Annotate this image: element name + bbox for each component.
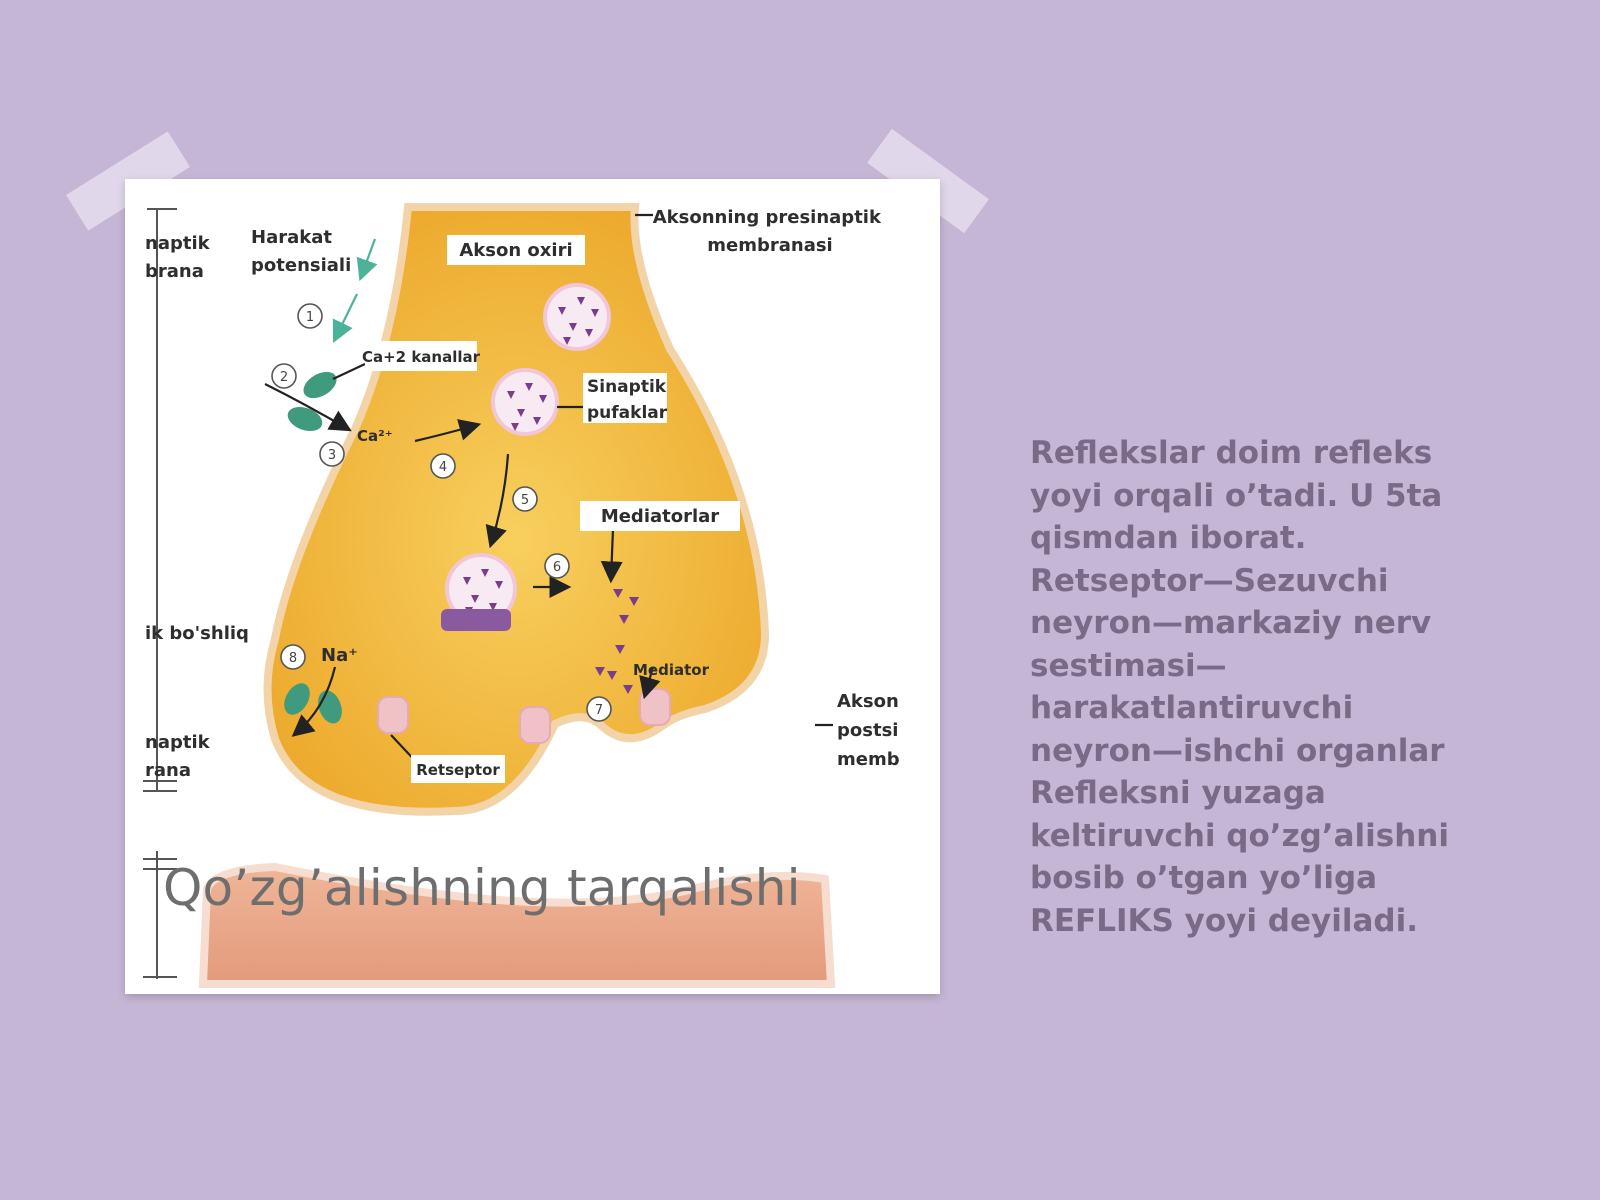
axon-postsynaptic-membrane-label: Akson postsi memb bbox=[837, 691, 905, 770]
vesicle-2 bbox=[491, 368, 559, 436]
presynaptic-membrane-label: naptik brana bbox=[145, 233, 216, 282]
mediators-pointer bbox=[600, 528, 623, 584]
postsynaptic-membrane-label: naptik rana bbox=[145, 732, 216, 781]
vesicle-1 bbox=[543, 283, 611, 351]
ca-channel-pointer bbox=[332, 363, 366, 380]
diagram-caption: Qo’zg’alishning tarqalishi bbox=[163, 859, 801, 917]
text-line: bosib o’tgan yo’liga bbox=[1030, 860, 1378, 896]
svg-text:8: 8 bbox=[289, 651, 297, 666]
text-line: neyron—ishchi organlar bbox=[1030, 732, 1445, 769]
step-8: 8 bbox=[280, 644, 306, 670]
svg-text:4: 4 bbox=[439, 460, 447, 475]
mediator-label: Mediator bbox=[633, 661, 710, 679]
scale-bar bbox=[143, 208, 177, 979]
step-6: 6 bbox=[544, 553, 570, 579]
receptor-label: Retseptor bbox=[416, 761, 500, 779]
action-potential-arrow bbox=[356, 238, 378, 282]
axon-end-label: Akson oxiri bbox=[459, 240, 572, 261]
svg-text:1: 1 bbox=[306, 310, 314, 325]
na-influx-arrow bbox=[291, 666, 337, 737]
ca-channels-label: Ca+2 kanallar bbox=[362, 348, 481, 366]
step-4-arrow bbox=[414, 419, 482, 443]
step-7: 7 bbox=[586, 696, 612, 722]
vesicle-3 bbox=[441, 553, 517, 631]
text-line: Retseptor—Sezuvchi bbox=[1030, 562, 1389, 599]
text-line: REFLIKS yoyi deyiladi. bbox=[1030, 902, 1418, 939]
diagram-card: 1 2 3 4 5 6 7 8 naptik brana Harakat pot… bbox=[125, 179, 940, 994]
receptors bbox=[377, 688, 671, 744]
axon-presynaptic-membrane-label: Aksonning presinaptik membranasi bbox=[653, 207, 887, 256]
svg-text:2: 2 bbox=[280, 370, 288, 385]
text-line: Reflekslar doim refleks bbox=[1030, 435, 1433, 471]
action-potential-label: Harakat potensiali bbox=[251, 227, 351, 276]
released-mediators bbox=[595, 589, 639, 694]
step-5: 5 bbox=[512, 486, 538, 512]
ca-influx-arrow bbox=[264, 383, 352, 432]
action-potential-arrow-2 bbox=[332, 293, 358, 343]
synaptic-vesicles-label: Sinaptik pufaklar bbox=[587, 377, 672, 423]
mediators-label: Mediatorlar bbox=[601, 506, 719, 527]
text-line: keltiruvchi qo’zg’alishni bbox=[1030, 817, 1449, 854]
text-line: sestimasi— bbox=[1030, 647, 1227, 684]
step-markers: 1 2 3 4 5 6 7 8 bbox=[271, 303, 612, 722]
synapse-diagram: 1 2 3 4 5 6 7 8 naptik brana Harakat pot… bbox=[143, 203, 905, 988]
svg-text:3: 3 bbox=[328, 448, 336, 463]
text-line: neyron—markaziy nerv bbox=[1030, 605, 1432, 641]
reflex-arc-description: Reflekslar doim refleks yoyi orqali o’ta… bbox=[1030, 432, 1500, 942]
sodium-ion-label: Na⁺ bbox=[321, 645, 358, 666]
text-line: Refleksni yuzaga bbox=[1030, 775, 1326, 811]
step-5-arrow bbox=[485, 453, 510, 549]
synaptic-cleft-label: ik bo'shliq bbox=[145, 623, 249, 644]
step-2: 2 bbox=[271, 363, 297, 389]
step-4: 4 bbox=[430, 453, 456, 479]
postsynaptic-neuron bbox=[198, 862, 836, 988]
svg-text:5: 5 bbox=[521, 493, 529, 508]
mediator-pointer bbox=[639, 666, 661, 700]
text-line: harakatlantiruvchi bbox=[1030, 690, 1354, 726]
text-line: qismdan iborat. bbox=[1030, 520, 1307, 556]
calcium-ion-label: Ca²⁺ bbox=[357, 427, 393, 445]
ca-channels bbox=[287, 371, 337, 432]
step-3: 3 bbox=[319, 441, 345, 467]
svg-text:7: 7 bbox=[595, 703, 603, 718]
text-line: yoyi orqali o’tadi. U 5ta bbox=[1030, 477, 1443, 514]
step-1: 1 bbox=[297, 303, 323, 329]
svg-text:6: 6 bbox=[553, 560, 561, 575]
